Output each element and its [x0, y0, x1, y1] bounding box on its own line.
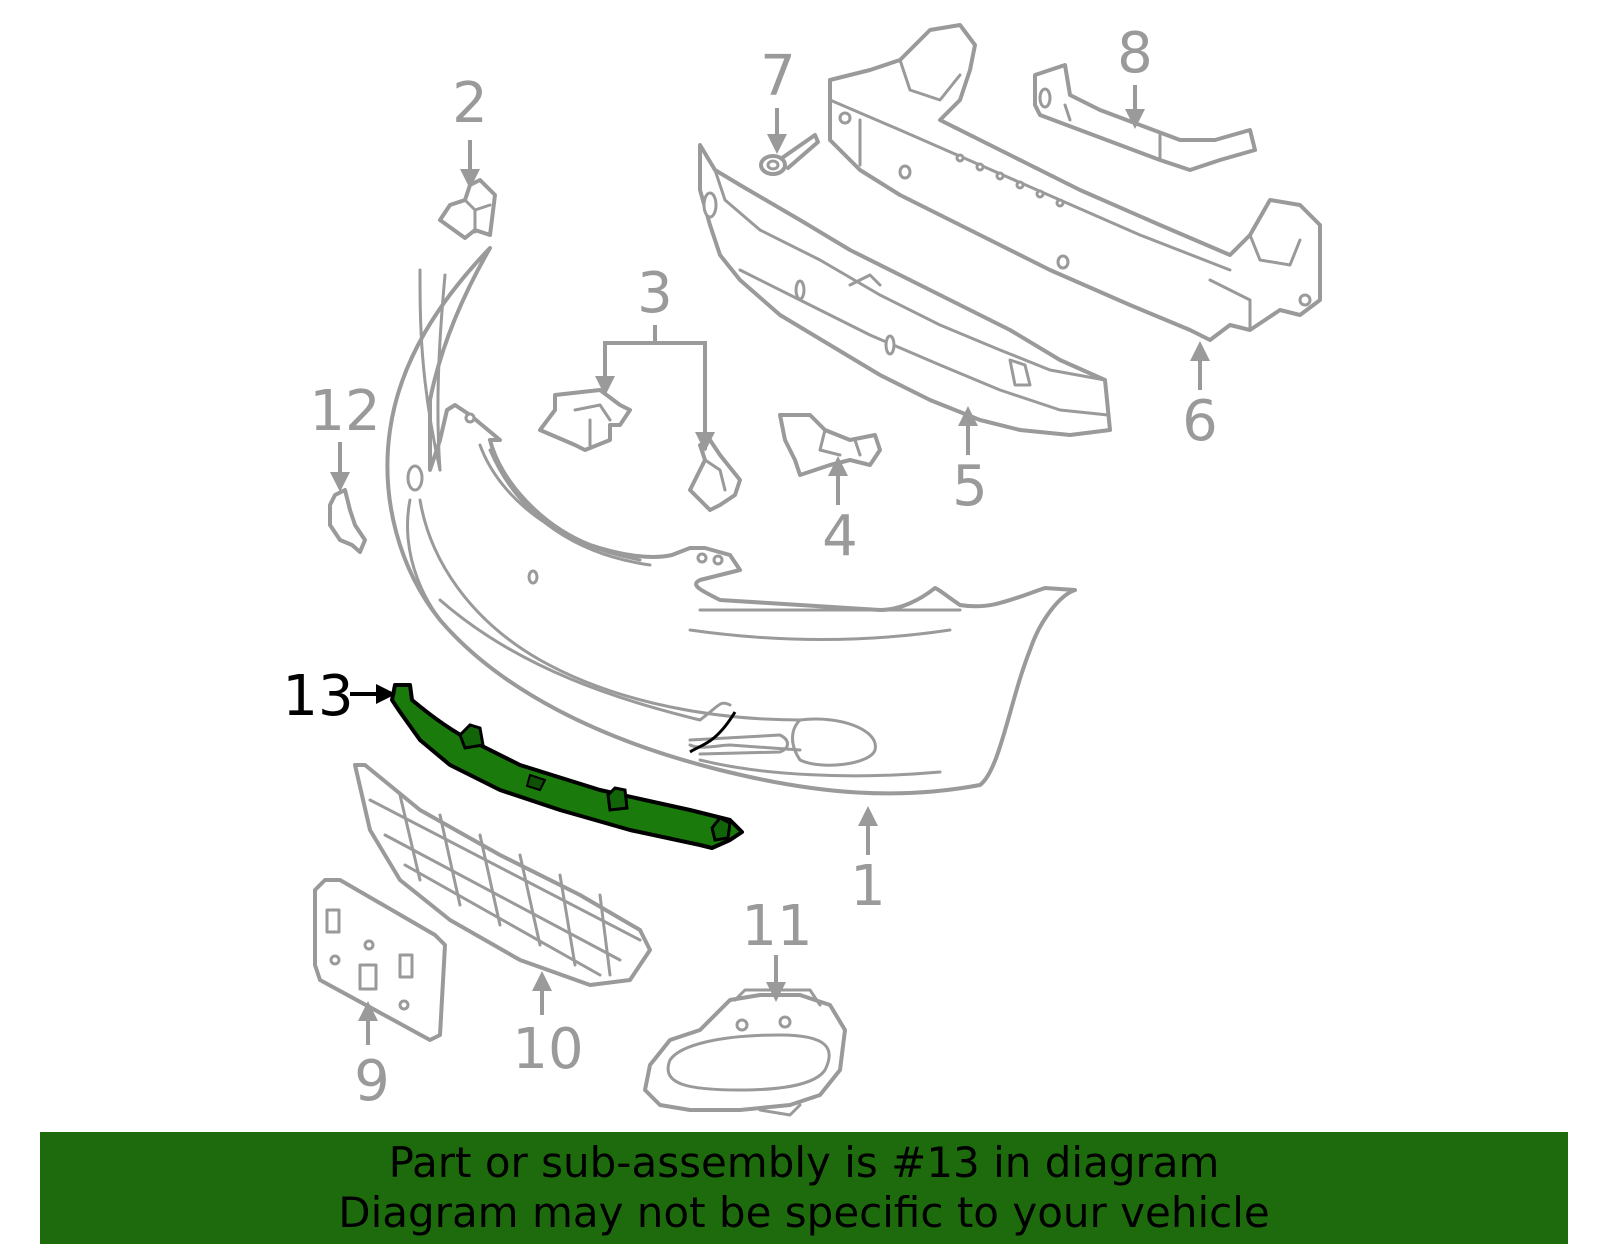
part-4-bracket: [778, 413, 882, 477]
part-8-bracket: [1033, 63, 1257, 172]
part-11-fog-lamp-bezel: [643, 988, 847, 1117]
callout-2: 2: [452, 71, 488, 136]
callout-3: 3: [637, 261, 673, 326]
callout-6: 6: [1182, 389, 1218, 454]
info-banner: Part or sub-assembly is #13 in diagram D…: [40, 1132, 1568, 1244]
banner-line-1: Part or sub-assembly is #13 in diagram: [388, 1138, 1220, 1187]
part-9-license-plate-bracket: [313, 878, 447, 1042]
part-1-bumper-cover: [385, 246, 1077, 796]
part-6-bumper-reinforcement: [828, 23, 1322, 342]
callout-13: 13: [282, 664, 353, 729]
callout-11: 11: [741, 894, 812, 959]
callout-12: 12: [309, 379, 380, 444]
callout-1: 1: [850, 854, 886, 919]
part-3-brackets: [538, 388, 742, 512]
part-5-energy-absorber: [698, 143, 1112, 437]
callout-8: 8: [1117, 21, 1153, 86]
callout-4: 4: [822, 504, 858, 569]
callout-5: 5: [952, 454, 988, 519]
callout-9: 9: [354, 1049, 390, 1114]
part-13-lower-support: [390, 683, 744, 850]
part-10-grille: [353, 763, 652, 987]
callout-numbers: 1 2 3 4 5 6 7 8 9 10 11 12 13: [282, 21, 1217, 1114]
part-2-bracket: [438, 178, 497, 240]
callout-7: 7: [760, 44, 796, 109]
callout-10: 10: [512, 1017, 583, 1082]
callout-leaders: [330, 85, 1210, 1045]
part-12-cap: [328, 488, 367, 554]
banner-line-2: Diagram may not be specific to your vehi…: [338, 1188, 1270, 1237]
leader-3: [603, 341, 707, 450]
part-7-tow-hook: [759, 133, 820, 176]
